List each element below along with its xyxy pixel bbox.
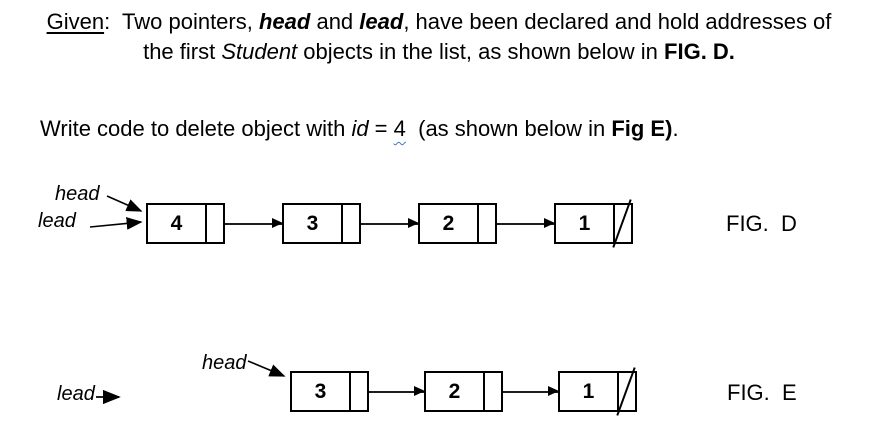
problem-statement-line-2: the first Student objects in the list, a… (0, 37, 878, 67)
line3-text: Write code to delete object with (40, 116, 352, 141)
list-node: 1 (554, 199, 633, 248)
node-value: 2 (426, 373, 485, 410)
head-pointer-label: head (202, 352, 247, 374)
line3-text: = (368, 116, 394, 141)
node-next-pointer-cell (616, 367, 636, 416)
node-value: 3 (284, 205, 343, 242)
problem-statement: Given: Two pointers, head and lead, have… (0, 7, 878, 67)
line1-text: , have been declared and hold addresses … (403, 9, 832, 34)
list-node: 3 (282, 203, 361, 244)
given-label: Given (46, 9, 105, 34)
line2-text: the first (143, 39, 222, 64)
lead-pointer-arrow (89, 217, 143, 230)
next-pointer-arrow (369, 385, 425, 396)
figure-caption: FIG. E (727, 380, 797, 405)
fig-e-diagram: head lead 3 2 1 FIG. E (0, 350, 878, 422)
node-next-pointer-cell (479, 205, 495, 242)
null-slash-icon (616, 367, 636, 416)
linked-list: 3 2 1 (290, 367, 637, 416)
line3-text: . (672, 116, 679, 141)
null-slash-icon (612, 199, 632, 248)
node-value: 2 (420, 205, 479, 242)
list-node: 3 (290, 371, 369, 412)
line1-text: and (310, 9, 360, 34)
line1-text: : Two pointers, (104, 9, 259, 34)
lead-pointer-label: lead (57, 383, 95, 405)
head-pointer-label: head (55, 183, 100, 205)
lead-variable-name: lead (359, 9, 404, 34)
linked-list: 4 3 2 1 (146, 199, 633, 248)
problem-statement-line-1: Given: Two pointers, head and lead, have… (0, 7, 878, 37)
node-next-pointer-cell (612, 199, 632, 248)
next-pointer-arrow (497, 217, 555, 228)
fig-d-reference: FIG. D. (664, 39, 735, 64)
next-pointer-arrow (503, 385, 559, 396)
node-value: 4 (148, 205, 207, 242)
list-node: 1 (558, 367, 637, 416)
node-next-pointer-cell (207, 205, 223, 242)
node-next-pointer-cell (343, 205, 359, 242)
fig-e-reference: Fig E) (611, 116, 673, 141)
fig-d-diagram: head lead 4 3 2 1 FIG. D (0, 183, 878, 255)
id-variable-name: id (351, 116, 369, 141)
next-pointer-arrow (225, 217, 283, 228)
node-next-pointer-cell (351, 373, 367, 410)
head-pointer-arrow (106, 195, 143, 212)
list-node: 2 (418, 203, 497, 244)
list-node: 4 (146, 203, 225, 244)
next-pointer-arrow (361, 217, 419, 228)
figure-caption: FIG. D (726, 211, 797, 236)
node-value: 3 (292, 373, 351, 410)
line3-text: (as shown below in (405, 116, 612, 141)
node-value: 1 (556, 205, 615, 242)
list-node: 2 (424, 371, 503, 412)
student-class-name: Student (221, 39, 298, 64)
node-next-pointer-cell (485, 373, 501, 410)
node-value: 1 (560, 373, 619, 410)
head-variable-name: head (258, 9, 311, 34)
head-pointer-arrow (247, 360, 286, 377)
lead-pointer-label: lead (38, 210, 76, 232)
id-value: 4 (393, 116, 406, 141)
task-instruction: Write code to delete object with id = 4 … (40, 114, 679, 144)
line2-text: objects in the list, as shown below in (297, 39, 665, 64)
pointer-arrows (96, 360, 286, 405)
